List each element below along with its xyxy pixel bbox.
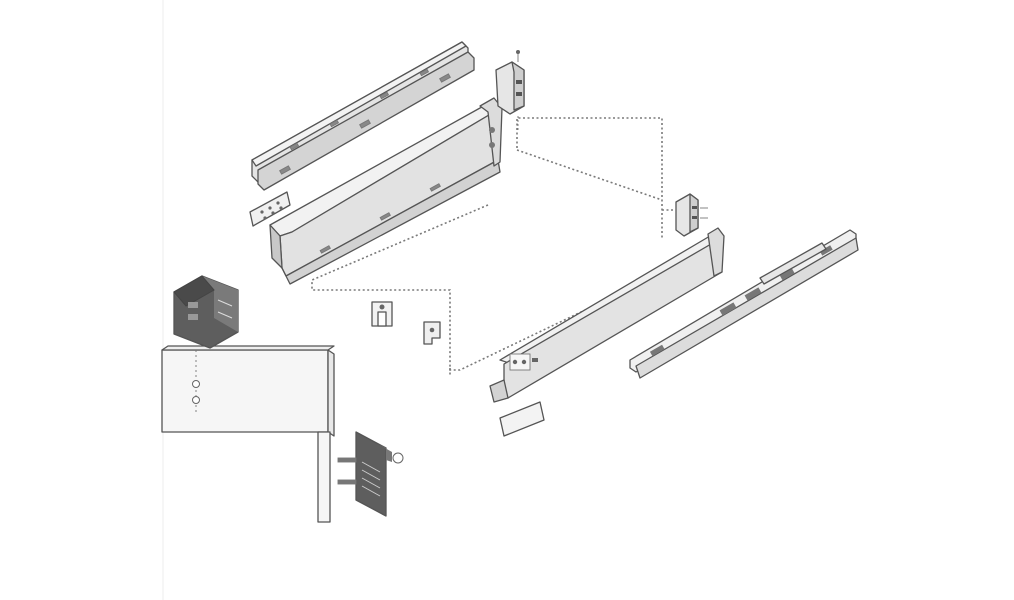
right-runner <box>629 229 859 379</box>
small-hook <box>423 321 441 345</box>
rear-bracket-right <box>675 193 708 237</box>
side-cover-plate <box>249 191 291 227</box>
clip-fitting <box>371 301 393 327</box>
label-plate <box>499 401 545 437</box>
dashed-drawer-outline <box>311 117 701 520</box>
back-left-runner <box>251 41 475 191</box>
front-cover-plate <box>337 431 404 517</box>
front-fixing-bracket <box>173 275 239 412</box>
left-drawer-side <box>269 97 503 285</box>
right-drawer-side <box>489 227 725 403</box>
front-panel <box>161 345 335 523</box>
rear-bracket-top <box>495 50 525 130</box>
